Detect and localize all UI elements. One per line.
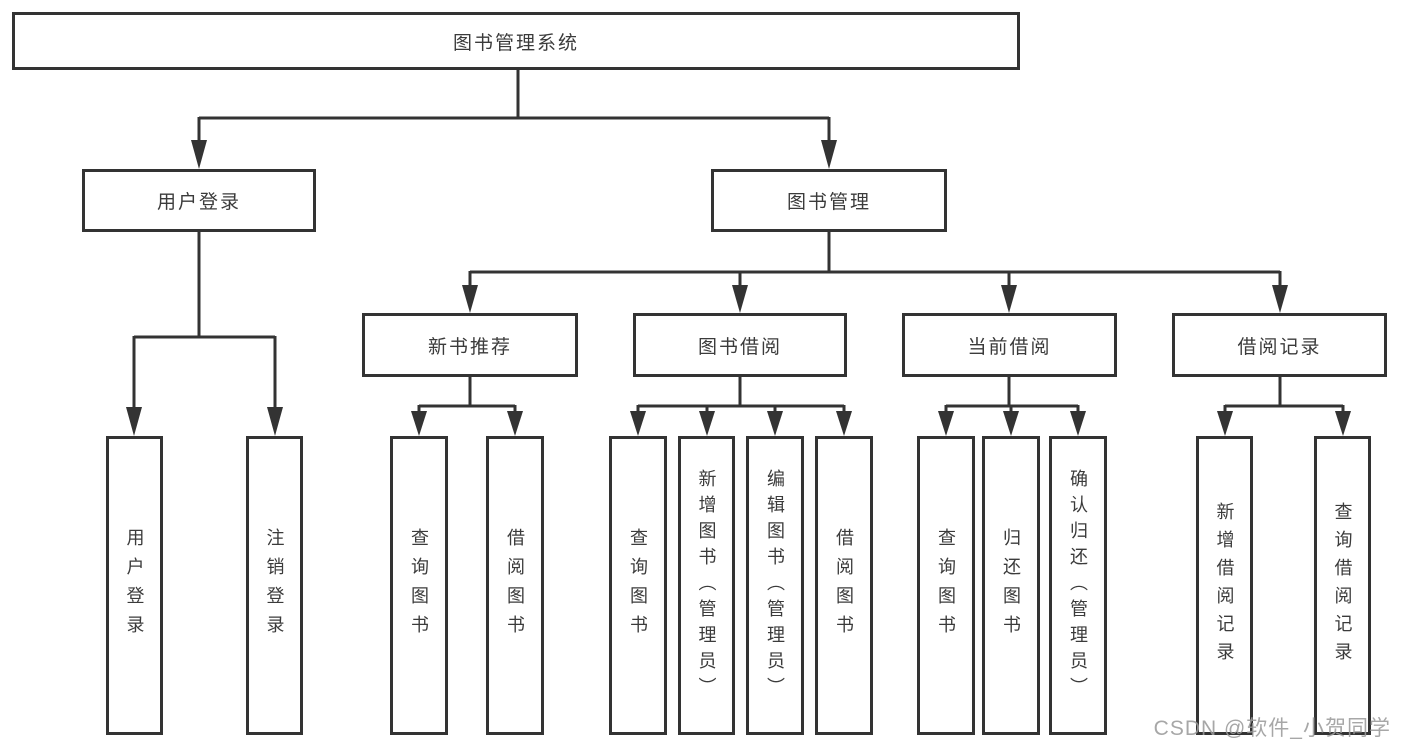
node-user-login: 用户登录 xyxy=(82,169,316,232)
leaf-edit-books-admin: 编辑图书（管理员） xyxy=(746,436,804,735)
leaf-borrow-books: 借阅图书 xyxy=(815,436,873,735)
leaf-query-borrow-record-label: 查询借阅记录 xyxy=(1332,501,1353,670)
node-current-borrow: 当前借阅 xyxy=(902,313,1117,377)
leaf-add-books-admin: 新增图书（管理员） xyxy=(678,436,735,735)
node-current-borrow-label: 当前借阅 xyxy=(967,336,1052,358)
leaf-confirm-return-admin-label: 确认归还（管理员） xyxy=(1068,468,1088,703)
node-new-book-recommend: 新书推荐 xyxy=(362,313,578,377)
leaf-return-books-label: 归还图书 xyxy=(1001,527,1021,644)
node-book-borrow-label: 图书借阅 xyxy=(697,336,782,358)
leaf-return-books: 归还图书 xyxy=(982,436,1040,735)
node-root-label: 图书管理系统 xyxy=(452,32,579,54)
leaf-query-books-current: 查询图书 xyxy=(917,436,975,735)
node-book-management: 图书管理 xyxy=(711,169,947,232)
node-borrow-records: 借阅记录 xyxy=(1172,313,1387,377)
leaf-add-borrow-record: 新增借阅记录 xyxy=(1196,436,1253,735)
leaf-add-books-admin-label: 新增图书（管理员） xyxy=(696,468,717,703)
node-book-management-label: 图书管理 xyxy=(786,192,871,213)
node-root-system: 图书管理系统 xyxy=(12,12,1020,70)
leaf-query-books-recommend: 查询图书 xyxy=(390,436,448,735)
leaf-edit-books-admin-label: 编辑图书（管理员） xyxy=(765,468,785,703)
leaf-user-login-label: 用户登录 xyxy=(124,527,145,644)
leaf-query-borrow-record: 查询借阅记录 xyxy=(1314,436,1371,735)
leaf-borrow-books-label: 借阅图书 xyxy=(834,527,854,644)
node-borrow-records-label: 借阅记录 xyxy=(1237,336,1322,358)
leaf-query-books-current-label: 查询图书 xyxy=(936,527,956,644)
leaf-query-books-borrow: 查询图书 xyxy=(609,436,667,735)
node-book-borrow: 图书借阅 xyxy=(633,313,847,377)
csdn-watermark: CSDN @软件_小贺同学 xyxy=(1153,717,1391,740)
leaf-add-borrow-record-label: 新增借阅记录 xyxy=(1214,501,1235,670)
node-user-login-label: 用户登录 xyxy=(156,192,241,213)
leaf-query-books-recommend-label: 查询图书 xyxy=(409,527,429,644)
leaf-confirm-return-admin: 确认归还（管理员） xyxy=(1049,436,1107,735)
leaf-user-login: 用户登录 xyxy=(106,436,163,735)
leaf-borrow-books-recommend-label: 借阅图书 xyxy=(505,527,525,644)
leaf-logout: 注销登录 xyxy=(246,436,303,735)
leaf-query-books-borrow-label: 查询图书 xyxy=(628,527,648,644)
leaf-borrow-books-recommend: 借阅图书 xyxy=(486,436,544,735)
node-new-book-recommend-label: 新书推荐 xyxy=(427,336,512,358)
leaf-logout-label: 注销登录 xyxy=(264,527,285,644)
